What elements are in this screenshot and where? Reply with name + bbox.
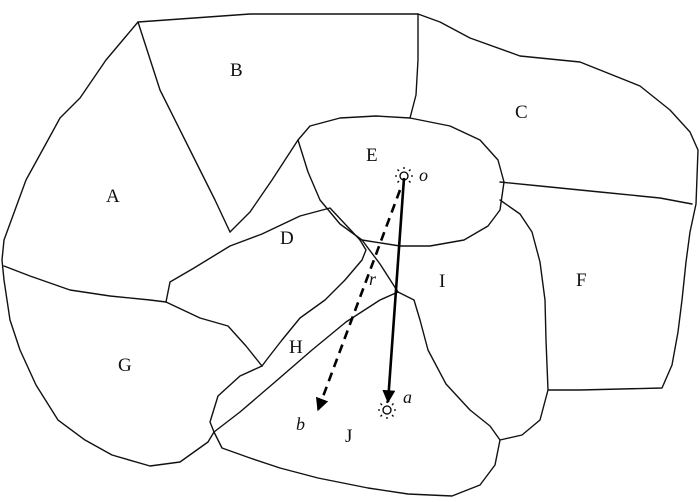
outer-boundary xyxy=(1,13,699,497)
border-b-lower xyxy=(229,139,299,233)
region-label-d: D xyxy=(280,228,294,249)
border-a-b xyxy=(137,21,231,233)
region-label-c: C xyxy=(515,102,528,123)
region-label-e: E xyxy=(366,145,378,166)
region-label-a: A xyxy=(106,186,120,207)
region-label-j: J xyxy=(345,426,352,447)
point-label-a: a xyxy=(403,387,412,407)
origin-sun-icon xyxy=(395,167,413,185)
point-label-b: b xyxy=(296,414,305,434)
region-label-f: F xyxy=(576,270,587,291)
border-d-h xyxy=(165,207,361,303)
border-g-h xyxy=(165,301,263,367)
region-label-b: B xyxy=(230,60,243,81)
point-label-o: o xyxy=(419,165,428,185)
border-c-f xyxy=(499,181,693,205)
route-o-to-a xyxy=(382,177,406,404)
region-label-h: H xyxy=(289,337,303,358)
border-crossing xyxy=(361,239,399,293)
target-a-sun-icon xyxy=(378,401,396,419)
border-j-diagonal xyxy=(213,291,399,433)
region-label-g: G xyxy=(118,355,132,376)
route-o-to-b xyxy=(315,189,402,412)
point-label-r: r xyxy=(369,269,377,289)
border-h-j xyxy=(209,365,263,433)
border-h-i xyxy=(261,239,367,367)
border-f-i xyxy=(499,199,549,391)
border-b-c xyxy=(409,13,419,119)
region-label-i: I xyxy=(439,271,445,292)
border-i-j xyxy=(397,291,501,441)
region-e-outline xyxy=(297,115,505,247)
border-a-g xyxy=(3,265,167,303)
